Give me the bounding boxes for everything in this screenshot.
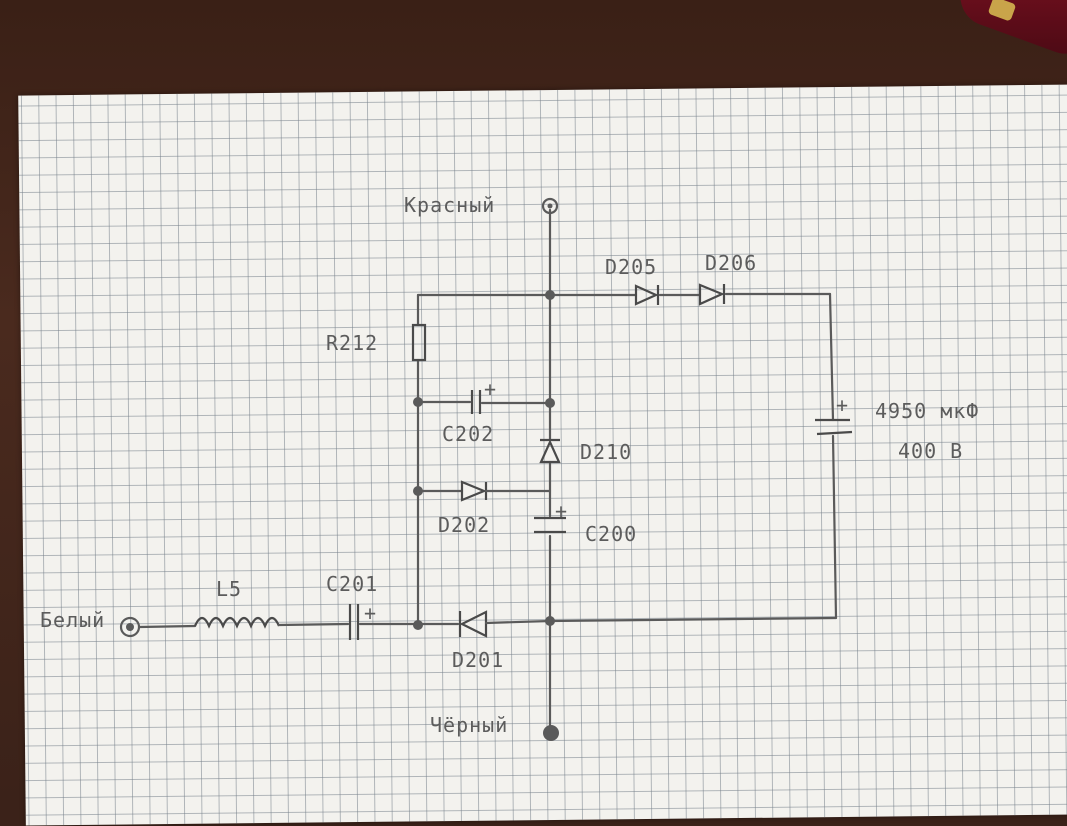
wire-white-to-l5	[138, 624, 197, 629]
junction-dot	[413, 486, 423, 496]
terminal-white-center	[126, 623, 134, 631]
label-main-cap-voltage: 400 В	[898, 439, 963, 463]
label-c200: C200	[585, 522, 637, 546]
resistor-r212	[411, 323, 427, 362]
junction-dot	[545, 398, 555, 408]
wire-d201-to-bus	[484, 619, 552, 625]
diode-d205	[634, 284, 659, 306]
label-c202: C202	[442, 422, 494, 446]
polarity-c200: +	[555, 499, 568, 523]
label-d205: D205	[605, 255, 657, 279]
diode-d202	[460, 480, 487, 502]
label-d210: D210	[580, 440, 632, 464]
junction-dot	[413, 620, 423, 630]
terminal-red	[541, 197, 559, 215]
junction-dot	[545, 616, 555, 626]
terminal-white	[119, 616, 141, 638]
junction-dot	[413, 397, 423, 407]
terminal-red-center	[547, 203, 553, 209]
diode-d210	[539, 439, 561, 464]
wire-bottom-right	[548, 616, 838, 623]
diode-d201	[459, 610, 488, 638]
wire-right-bottom	[831, 434, 838, 620]
label-r212: R212	[326, 331, 378, 355]
capacitor-main-plate-b	[816, 430, 853, 436]
diode-d206	[698, 283, 725, 306]
wire-right-top	[828, 292, 835, 422]
circuit-schematic: Красный Белый Чёрный D205 D206 R212 C202…	[40, 193, 979, 741]
junction-dot	[545, 290, 555, 300]
label-terminal-white: Белый	[40, 608, 105, 632]
label-d201: D201	[452, 648, 504, 672]
label-terminal-black: Чёрный	[430, 713, 508, 737]
label-d202: D202	[438, 513, 490, 537]
label-d206: D206	[705, 251, 757, 275]
polarity-main-cap: +	[836, 393, 849, 417]
label-c201: C201	[326, 572, 378, 596]
terminal-black	[543, 725, 559, 741]
wire-l5-to-c201	[277, 622, 350, 627]
polarity-c202: +	[484, 377, 497, 401]
label-main-cap-value: 4950 мкФ	[875, 399, 979, 423]
polarity-c201: +	[364, 601, 377, 625]
label-terminal-red: Красный	[404, 193, 495, 217]
label-l5: L5	[216, 577, 242, 601]
inductor-l5	[193, 616, 281, 629]
